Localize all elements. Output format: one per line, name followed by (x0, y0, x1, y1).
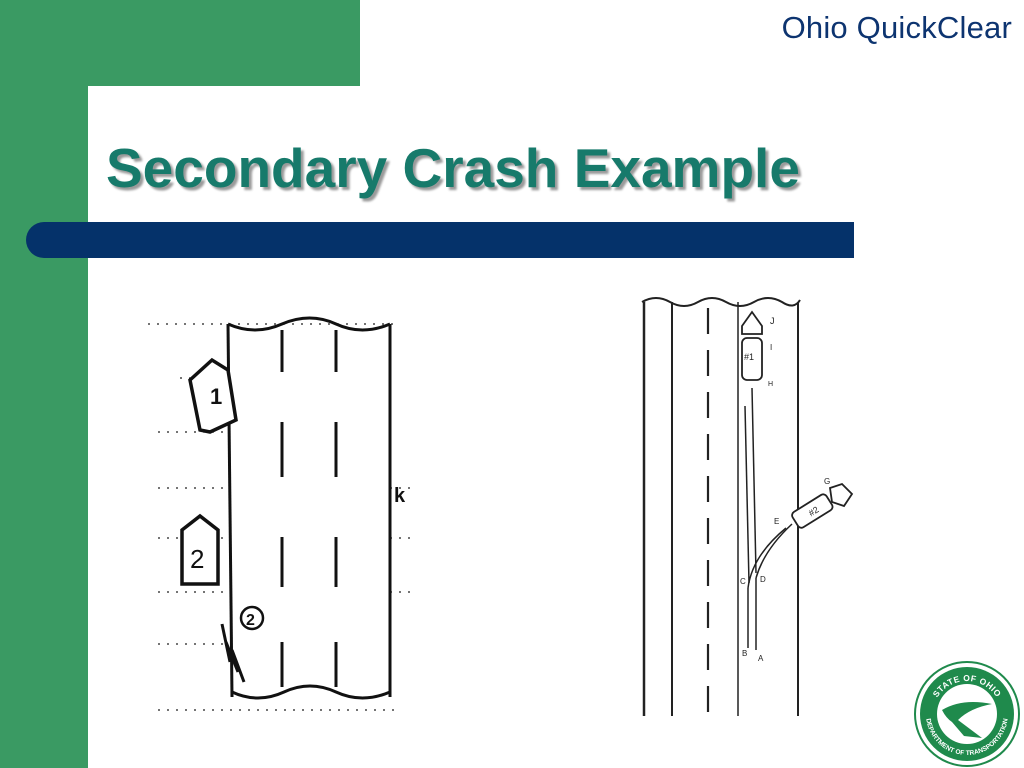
odot-logo: STATE OF OHIO DEPARTMENT OF TRANSPORTATI… (914, 661, 1020, 767)
point-label-c: C (740, 577, 746, 586)
vehicle-1-label: #1 (744, 352, 754, 362)
vehicle-1-shape (741, 337, 763, 381)
vehicle-2-shape (791, 493, 834, 529)
point-label-g: G (824, 477, 830, 486)
point-label-e: E (774, 517, 779, 526)
vehicle-2-shape (180, 513, 220, 586)
skid-marks (220, 623, 246, 683)
crash-sketch-right: #1 #2 J I H G E D C B A (641, 297, 854, 716)
brand-label: Ohio QuickClear (781, 10, 1012, 45)
top-green-block (88, 0, 360, 86)
vehicle-2-label: #2 (807, 504, 821, 518)
content-rounded-corner (88, 86, 168, 166)
point-label-a: A (758, 654, 764, 663)
vehicle-1-shape (188, 357, 238, 434)
logo-inner-field (937, 684, 997, 744)
point-label-d: D (760, 575, 766, 584)
vehicle-1-label: 1 (210, 384, 222, 409)
vehicle-2-label: 2 (190, 544, 204, 574)
road-top-edge (227, 316, 391, 332)
logo-swoosh-icon (942, 702, 992, 738)
side-mark-label: k (394, 485, 406, 507)
impact-marker (239, 605, 265, 631)
impact-marker-label: 2 (246, 612, 255, 629)
vehicle-2: #2 (791, 493, 834, 529)
title-underline-bar (26, 222, 854, 258)
vehicle-3-shape (829, 482, 854, 508)
lead-vehicle-shape (741, 310, 763, 335)
point-label-b: B (742, 649, 747, 658)
skid-marks (744, 387, 793, 650)
point-label-i: I (770, 343, 772, 352)
lane-dashes (280, 330, 338, 687)
point-label-j: J (770, 316, 775, 326)
left-green-band (0, 0, 88, 768)
point-label-h: H (768, 381, 773, 388)
slide-title: Secondary Crash Example (106, 137, 800, 199)
crash-sketch-left: 1 2 2 k (148, 316, 415, 711)
road-bottom-edge (231, 684, 391, 700)
road-top-edge (641, 297, 801, 307)
